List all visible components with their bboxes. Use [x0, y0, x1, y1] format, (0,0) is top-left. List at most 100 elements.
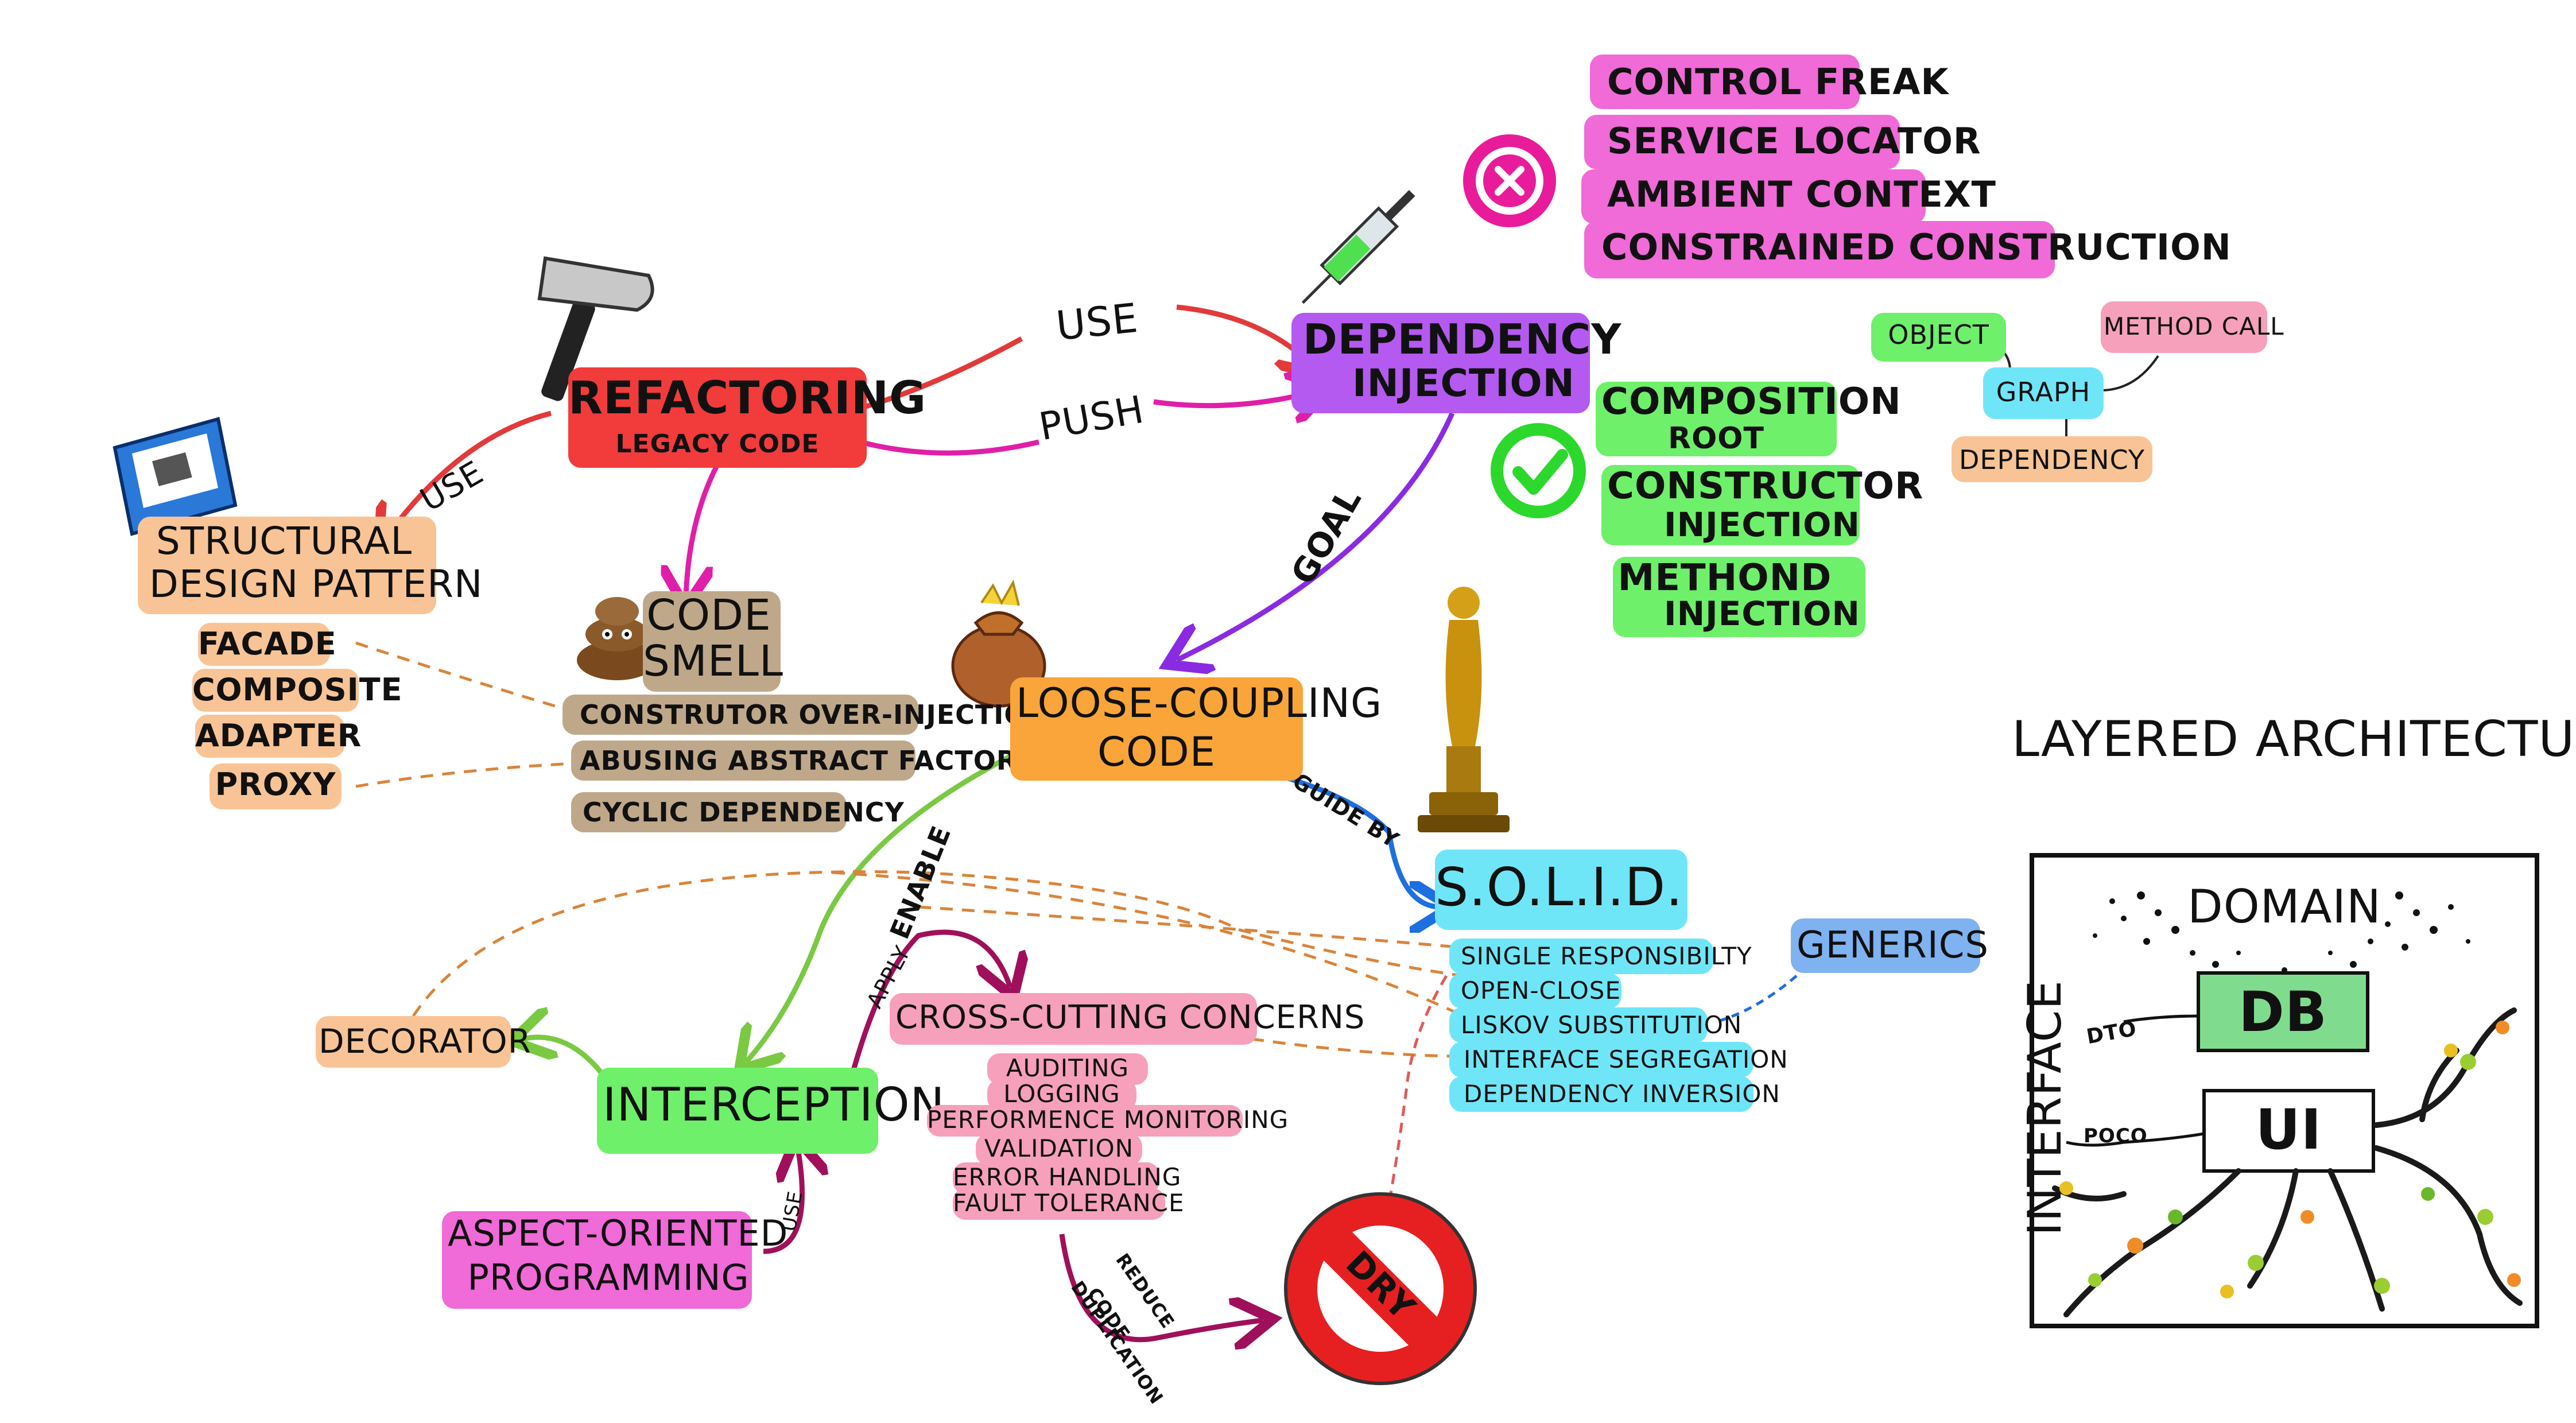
anti-pattern-hl-2	[1584, 115, 1900, 169]
graph-hl	[1983, 367, 2104, 419]
structural-title-2: DESIGN PATTERN	[149, 562, 483, 606]
anti-pattern-ambient-context: AMBIENT CONTEXT	[1607, 173, 1996, 215]
anti-pattern-control-freak: CONTROL FREAK	[1607, 61, 1949, 103]
proxy-hl	[210, 763, 342, 809]
tree-leaves	[2059, 1021, 2521, 1298]
method-line1: METHOND	[1617, 557, 1832, 599]
cross-cutting-title: CROSS-CUTTING CONCERNS	[895, 999, 1365, 1036]
poop-icon	[577, 597, 657, 680]
dashed-cross-solid	[1251, 1037, 1464, 1058]
graph-method-call: METHOD CALL	[2104, 312, 2284, 340]
solid-title: S.O.L.I.D.	[1435, 856, 1683, 918]
composition-hl	[1596, 382, 1837, 456]
di-title-line1: DEPENDENCY	[1303, 315, 1622, 363]
domain-label: DOMAIN	[2187, 880, 2381, 933]
method-call-hl	[2101, 301, 2267, 353]
graph-graph: GRAPH	[1996, 377, 2091, 408]
solid-item-hl-3	[1449, 1007, 1708, 1043]
solid-item-hl-5	[1449, 1076, 1753, 1112]
trophy-icon	[1418, 587, 1510, 832]
solid-hl	[1435, 850, 1687, 930]
composition-line1: COMPOSITION	[1601, 381, 1902, 423]
edge-aop-use	[763, 1148, 802, 1254]
book-icon	[112, 417, 238, 536]
solid-item-open-close: OPEN-CLOSE	[1461, 976, 1621, 1005]
graph-dependency: DEPENDENCY	[1958, 444, 2145, 475]
edge-label-use-top: USE	[1054, 294, 1140, 350]
generics-label: GENERICS	[1797, 924, 1989, 967]
cc-item-logging: LOGGING	[1003, 1080, 1120, 1108]
generics-hl	[1791, 918, 1980, 973]
solid-item-dependency-inversion: DEPENDENCY INVERSION	[1464, 1080, 1780, 1108]
adapter-hl	[195, 715, 344, 758]
dashed-facade-smell	[355, 641, 575, 714]
decorator-hl	[316, 1016, 511, 1068]
solid-item-single: SINGLE RESPONSIBILTY	[1461, 942, 1752, 970]
anti-pattern-constrained-construction: CONSTRAINED CONSTRUCTION	[1601, 226, 2232, 268]
smell-item-abstract-factory: ABUSING ABSTRACT FACTORY	[580, 745, 1036, 776]
dashed-interception-solid-2	[918, 905, 1458, 949]
constructor-line2: INJECTION	[1664, 505, 1860, 544]
refactoring-hl	[568, 367, 867, 468]
solid-item-hl-2	[1449, 973, 1621, 1009]
code-smell-line2: SMELL	[643, 637, 784, 686]
method-hl	[1613, 557, 1865, 637]
dashed-decorator-solid	[412, 870, 1464, 1017]
constructor-line1: CONSTRUCTOR	[1607, 465, 1924, 507]
hammer-icon	[537, 256, 654, 401]
legacy-code-subtitle: LEGACY CODE	[615, 429, 820, 459]
cc-hl-3	[927, 1105, 1243, 1137]
aop-line2: PROGRAMMING	[467, 1257, 750, 1298]
smell-hl-1	[562, 695, 918, 735]
di-title-line2: INJECTION	[1352, 361, 1575, 405]
cc-hl-4	[976, 1134, 1142, 1165]
ui-label: UI	[2255, 1098, 2322, 1162]
edge-apply	[847, 929, 1010, 1086]
ui-box	[2202, 1089, 2375, 1173]
structural-item-adapter: ADAPTER	[195, 718, 362, 754]
smell-item-over-injection: CONSTRUTOR OVER-INJECTION	[580, 699, 1050, 730]
structural-item-composite: COMPOSITE	[192, 672, 403, 708]
anti-pattern-service-locator: SERVICE LOCATOR	[1607, 120, 1981, 162]
smell-hl-2	[571, 740, 915, 781]
cc-item-performance: PERFORMENCE MONITORING	[927, 1106, 1289, 1134]
poco-label: POCO	[2084, 1125, 2148, 1147]
dashed-proxy-smell	[355, 762, 575, 788]
anti-pattern-hl-1	[1590, 55, 1860, 109]
edge-refactoring-smell	[686, 457, 723, 597]
edge-reduce	[1059, 1234, 1263, 1340]
interface-label: INTERFACE	[2018, 980, 2071, 1236]
solid-item-hl-4	[1449, 1042, 1753, 1077]
cc-item-validation: VALIDATION	[984, 1134, 1134, 1162]
refactoring-title: REFACTORING	[568, 373, 927, 424]
structural-item-proxy: PROXY	[215, 766, 336, 802]
graph-dependency-hl	[1952, 436, 2152, 482]
code-smell-hl	[643, 591, 781, 692]
cross-cutting-hl	[890, 993, 1257, 1045]
solid-item-hl-1	[1449, 939, 1713, 974]
cc-item-fault-tolerance: FAULT TOLERANCE	[953, 1189, 1185, 1217]
code-smell-line1: CODE	[646, 591, 771, 640]
decorator-label: DECORATOR	[319, 1022, 532, 1061]
interception-title: INTERCEPTION	[603, 1078, 945, 1131]
object-hl	[1871, 313, 2006, 362]
anti-pattern-hl-3	[1581, 169, 1926, 224]
syringe-icon	[1301, 190, 1415, 304]
method-line2: INJECTION	[1664, 594, 1860, 633]
cc-item-error-handling: ERROR HANDLING	[953, 1163, 1182, 1191]
graph-line-method	[2100, 355, 2159, 391]
poco-line	[2066, 1132, 2205, 1147]
layered-architecture-title: LAYERED ARCHITECTURE	[2012, 711, 2576, 768]
dry-sign-icon	[1284, 1192, 1477, 1385]
loose-coupling-hl	[1010, 677, 1303, 781]
composite-hl	[192, 669, 359, 712]
interception-hl	[597, 1068, 878, 1154]
structural-hl	[138, 517, 436, 614]
db-box	[2197, 971, 2369, 1052]
loose-coupling-line2: CODE	[1097, 728, 1216, 776]
edge-use-left	[385, 410, 552, 540]
aop-line1: ASPECT-ORIENTED	[448, 1212, 789, 1254]
graph-object: OBJECT	[1888, 319, 1989, 350]
edge-enable	[746, 749, 1021, 1062]
